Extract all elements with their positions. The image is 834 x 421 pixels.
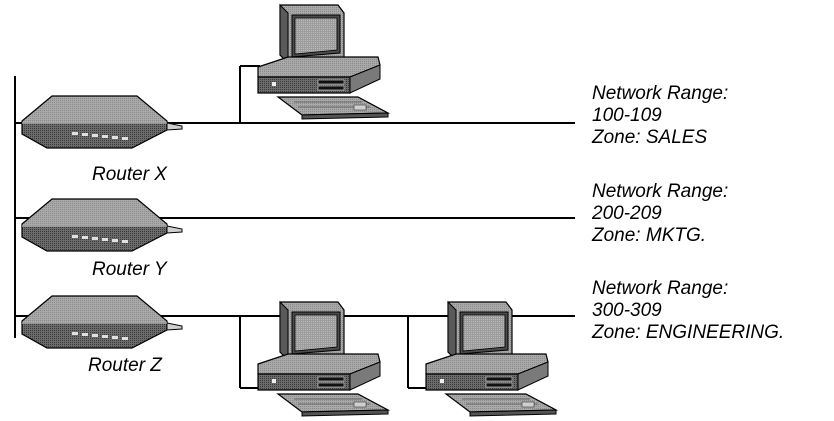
network-range-label: Network Range: [592, 83, 729, 104]
network-zone: Zone: ENGINEERING. [592, 322, 785, 343]
network-range-label: Network Range: [592, 181, 729, 202]
router-icon [21, 295, 183, 349]
network-range-label: Network Range: [592, 278, 729, 299]
router-x-label: Router X [92, 164, 167, 185]
network-zone: Zone: SALES [592, 127, 708, 148]
network-range-value: 100-109 [592, 105, 662, 126]
router-icon [21, 198, 183, 252]
router-icon [21, 95, 183, 149]
network-range-value: 200-209 [592, 203, 662, 224]
desktop-computer-icon [257, 4, 389, 120]
network-range-value: 300-309 [592, 300, 662, 321]
desktop-computer-icon [257, 301, 389, 417]
desktop-computer-icon [425, 301, 557, 417]
router-z-label: Router Z [88, 355, 162, 376]
network-zone: Zone: MKTG. [592, 225, 707, 246]
router-y-label: Router Y [92, 259, 167, 280]
